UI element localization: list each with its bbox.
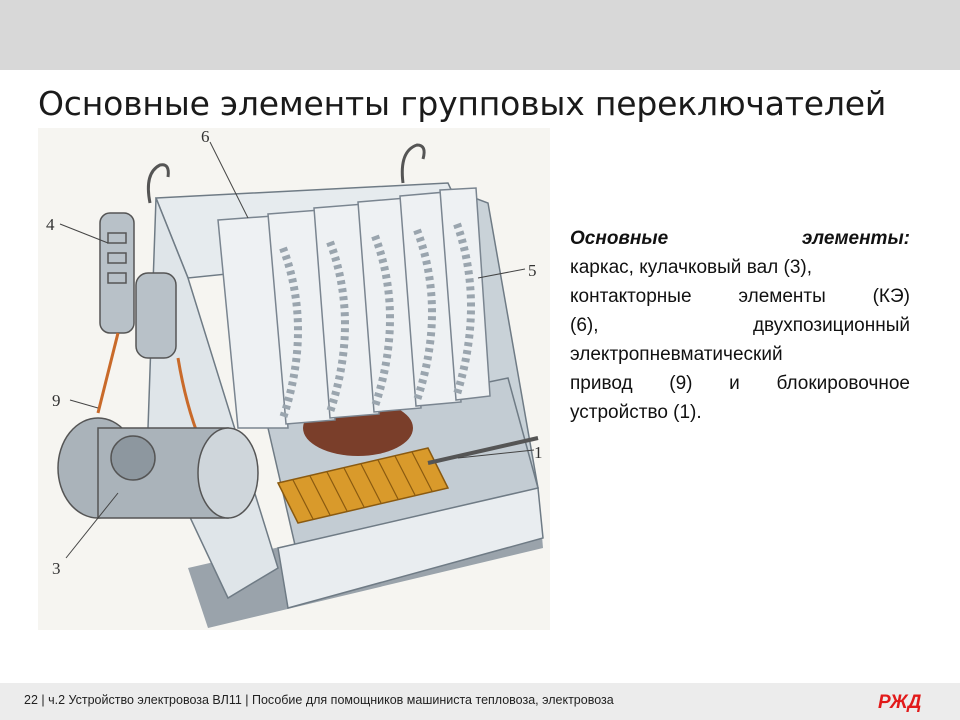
frame-front-panel — [277, 487, 544, 609]
description-line-3: контакторные элементы (КЭ) — [570, 286, 910, 307]
switch-illustration: 6 4 5 9 1 3 — [38, 128, 550, 630]
arc-chute-grid — [276, 447, 450, 524]
description-heading: Основные элементы: — [570, 228, 910, 249]
rzd-logo-icon: РЖД — [878, 692, 922, 713]
footer-text: 22 | ч.2 Устройство электровоза ВЛ11 | П… — [24, 693, 614, 707]
leader-lines — [59, 141, 535, 559]
svg-text:РЖД: РЖД — [878, 692, 922, 713]
callout-1: 1 — [534, 443, 543, 462]
callout-3: 3 — [52, 559, 61, 578]
callout-9: 9 — [52, 391, 61, 410]
control-wire-left — [96, 332, 120, 414]
footer-bar — [0, 683, 960, 720]
description-line-4: (6), двухпозиционный — [570, 315, 910, 336]
description-line-6: привод (9) и блокировочное — [570, 373, 910, 394]
header-band — [0, 0, 960, 70]
description-line-5: электропневматический — [570, 344, 783, 365]
description-line-7: устройство (1). — [570, 402, 702, 423]
cam-drive-motor — [57, 417, 259, 519]
callout-5: 5 — [528, 261, 537, 280]
callout-6: 6 — [201, 128, 210, 146]
pneumatic-drive — [99, 212, 177, 359]
callout-4: 4 — [46, 215, 55, 234]
grid-lines — [292, 451, 433, 520]
contactor-elements — [217, 187, 491, 429]
group-switch-drawing: 6 4 5 9 1 3 — [46, 128, 544, 628]
description-text: Основные элементы: каркас, кулачковый ва… — [570, 224, 910, 427]
description-line-2: каркас, кулачковый вал (3), — [570, 257, 813, 278]
lifting-hook-left — [146, 163, 170, 204]
lifting-hook-right — [400, 143, 426, 184]
slide-title: Основные элементы групповых переключател… — [38, 84, 887, 123]
cam-shaft — [427, 436, 539, 465]
